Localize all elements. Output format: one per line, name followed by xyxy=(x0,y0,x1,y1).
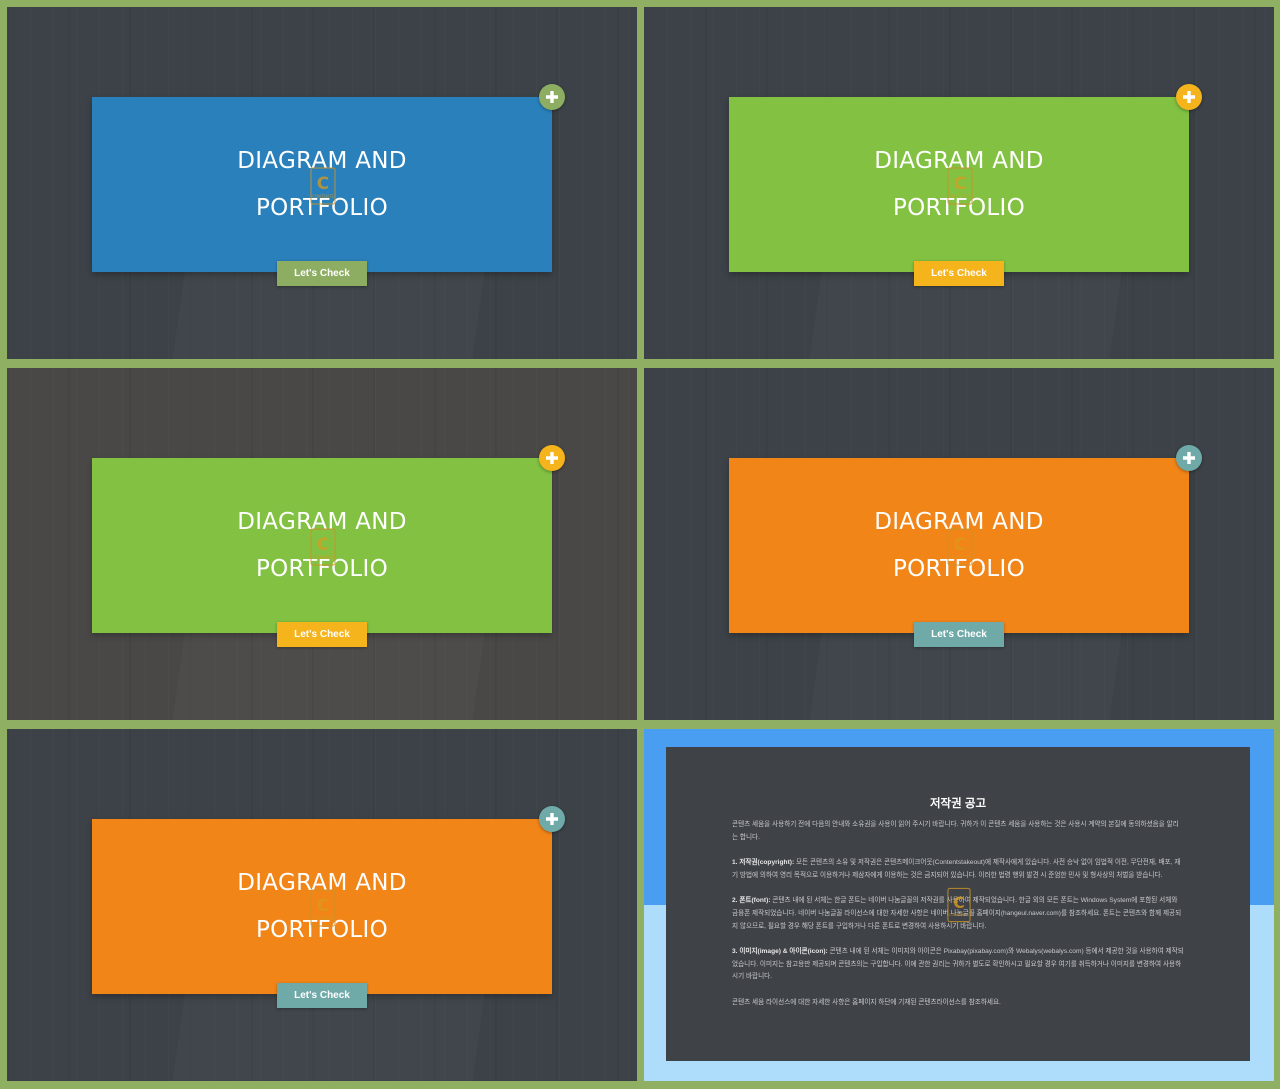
notice-copyright-paragraph: 1. 저작권(copyright): 모든 콘텐츠의 소유 및 저작권은 콘텐츠… xyxy=(732,857,1184,882)
svg-text:CONTENTS: CONTENTS xyxy=(949,555,971,560)
svg-text:CONTENTS: CONTENTS xyxy=(312,916,334,921)
notice-title: 저작권 공고 xyxy=(929,798,987,810)
title-line-2: PORTFOLIO xyxy=(255,555,389,582)
watermark-logo: C CONTENTS xyxy=(947,528,973,566)
watermark-logo: C CONTENTS xyxy=(310,889,336,927)
lets-check-button[interactable]: Let's Check xyxy=(277,261,367,286)
title-line-2: PORTFOLIO xyxy=(255,194,389,221)
slide-2: DIAGRAM AND PORTFOLIO Let's Check C CONT… xyxy=(644,7,1274,359)
svg-text:CONTENTS: CONTENTS xyxy=(949,913,970,917)
title-line-1: DIAGRAM AND xyxy=(237,869,407,896)
svg-text:CONTENTS: CONTENTS xyxy=(312,194,334,199)
svg-text:C: C xyxy=(317,174,329,194)
copyright-notice-slide: 저작권 공고 콘텐츠 세움을 사용하기 전에 다음의 안내와 소유권을 사용이 … xyxy=(644,729,1274,1081)
notice-panel: 저작권 공고 콘텐츠 세움을 사용하기 전에 다음의 안내와 소유권을 사용이 … xyxy=(666,747,1250,1061)
notice-footer: 콘텐츠 세움 라이선스에 대한 자세한 사항은 홈페이지 하단에 기재된 콘텐츠… xyxy=(732,998,1001,1006)
watermark-logo: C CONTENTS xyxy=(947,887,971,923)
title-line-1: DIAGRAM AND xyxy=(874,508,1044,535)
slide-5: DIAGRAM AND PORTFOLIO Let's Check C CONT… xyxy=(7,729,637,1081)
slide-4: DIAGRAM AND PORTFOLIO Let's Check C CONT… xyxy=(644,368,1274,720)
notice-font-label: 2. 폰트(font): xyxy=(732,897,771,905)
watermark-logo: C CONTENTS xyxy=(947,167,973,205)
svg-text:CONTENTS: CONTENTS xyxy=(949,194,971,199)
slide-3: DIAGRAM AND PORTFOLIO Let's Check C CONT… xyxy=(7,368,637,720)
notice-intro: 콘텐츠 세움을 사용하기 전에 다음의 안내와 소유권을 사용이 읽어 주시기 … xyxy=(732,821,1179,841)
title-card: DIAGRAM AND PORTFOLIO xyxy=(729,97,1189,272)
title-card: DIAGRAM AND PORTFOLIO xyxy=(92,819,552,994)
plus-icon[interactable] xyxy=(1176,84,1202,110)
title-card: DIAGRAM AND PORTFOLIO xyxy=(729,458,1189,633)
notice-image-paragraph: 3. 이미지(image) & 아이콘(icon): 콘텐츠 내에 된 서체는 … xyxy=(732,946,1184,984)
lets-check-button[interactable]: Let's Check xyxy=(914,622,1004,647)
title-card: DIAGRAM AND PORTFOLIO xyxy=(92,97,552,272)
title-card: DIAGRAM AND PORTFOLIO xyxy=(92,458,552,633)
plus-icon[interactable] xyxy=(539,84,565,110)
notice-image-text: 콘텐츠 내에 된 서체는 이미지와 아이콘은 Pixabay(pixabay.c… xyxy=(732,948,1184,981)
notice-font-text: 콘텐츠 내에 된 서체는 한글 폰트는 네이버 나눔글꼴의 저작권를 사용하여 … xyxy=(732,897,1182,930)
notice-image-label: 3. 이미지(image) & 아이콘(icon): xyxy=(732,948,828,956)
slide-1: DIAGRAM AND PORTFOLIO Let's Check C CONT… xyxy=(7,7,637,359)
title-line-2: PORTFOLIO xyxy=(892,194,1026,221)
svg-text:C: C xyxy=(317,896,329,916)
notice-font-paragraph: 2. 폰트(font): 콘텐츠 내에 된 서체는 한글 폰트는 네이버 나눔글… xyxy=(732,895,1184,933)
svg-text:C: C xyxy=(953,893,965,912)
svg-text:CONTENTS: CONTENTS xyxy=(312,555,334,560)
watermark-logo: C CONTENTS xyxy=(310,528,336,566)
lets-check-button[interactable]: Let's Check xyxy=(277,622,367,647)
svg-text:C: C xyxy=(954,535,966,555)
lets-check-button[interactable]: Let's Check xyxy=(914,261,1004,286)
title-line-2: PORTFOLIO xyxy=(892,555,1026,582)
plus-icon[interactable] xyxy=(1176,445,1202,471)
plus-icon[interactable] xyxy=(539,445,565,471)
notice-copyright-label: 1. 저작권(copyright): xyxy=(732,859,795,867)
svg-text:C: C xyxy=(317,535,329,555)
title-line-1: DIAGRAM AND xyxy=(237,508,407,535)
plus-icon[interactable] xyxy=(539,806,565,832)
notice-body: 콘텐츠 세움을 사용하기 전에 다음의 안내와 소유권을 사용이 읽어 주시기 … xyxy=(732,819,1184,1023)
lets-check-button[interactable]: Let's Check xyxy=(277,983,367,1008)
title-line-1: DIAGRAM AND xyxy=(237,147,407,174)
watermark-logo: C CONTENTS xyxy=(310,167,336,205)
notice-copyright-text: 모든 콘텐츠의 소유 및 저작권은 콘텐츠메이크어웃(Contentstakeo… xyxy=(732,859,1181,879)
title-line-2: PORTFOLIO xyxy=(255,916,389,943)
svg-text:C: C xyxy=(954,174,966,194)
title-line-1: DIAGRAM AND xyxy=(874,147,1044,174)
